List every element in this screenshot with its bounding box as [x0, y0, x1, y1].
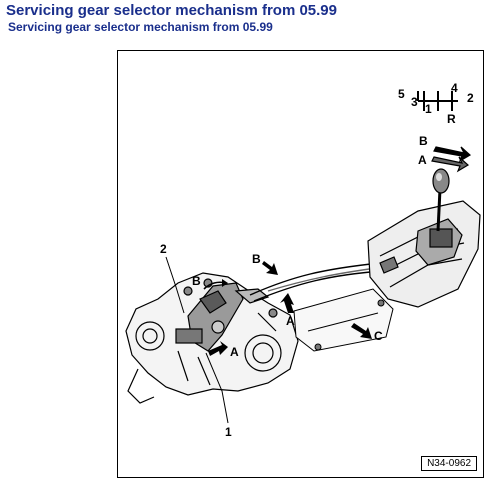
figure-reference: N34-0962: [421, 456, 477, 471]
leader-line-2: [165, 256, 185, 314]
leader-line-1: [205, 352, 229, 424]
gear-selector-illustration: 5 3 1 4 2 R B A 2 1 B A B A C: [125, 81, 481, 439]
page-title: Servicing gear selector mechanism from 0…: [6, 2, 337, 19]
gear-2-label: 2: [467, 91, 474, 105]
arrow-b-cable-icon: [262, 261, 278, 275]
callout-b-lever: B: [419, 134, 428, 148]
arrow-c-icon: [351, 323, 372, 339]
callout-1: 1: [225, 425, 232, 439]
gear-3-label: 3: [411, 95, 418, 109]
gear-reverse-label: R: [447, 112, 456, 126]
lever-direction-arrows: [431, 146, 472, 173]
gear-1-label: 1: [425, 102, 432, 116]
callout-a-lever: A: [418, 153, 427, 167]
callout-b-cable: B: [252, 252, 261, 266]
gear-4-label: 4: [451, 81, 458, 95]
gear-5-label: 5: [398, 87, 405, 101]
callout-c: C: [374, 329, 383, 343]
callout-2: 2: [160, 242, 167, 256]
shift-pattern-diagram: [417, 91, 458, 111]
arrow-a-left-icon: [208, 341, 228, 356]
figure-frame: 5 3 1 4 2 R B A 2 1 B A B A C N: [117, 50, 484, 478]
arrow-a-cable-icon: [280, 293, 294, 313]
gear-lever: [432, 168, 450, 232]
callout-a-cable: A: [286, 314, 295, 328]
shifter-housing: [367, 200, 481, 308]
callout-a-left: A: [230, 345, 239, 359]
selector-lever-assembly: [175, 282, 270, 352]
callout-b-left: B: [192, 274, 201, 288]
page-subtitle: Servicing gear selector mechanism from 0…: [8, 20, 273, 34]
